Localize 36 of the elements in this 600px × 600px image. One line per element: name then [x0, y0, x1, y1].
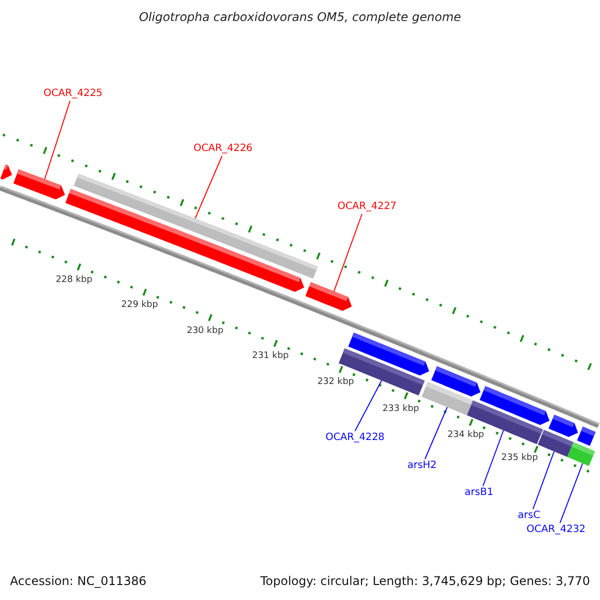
leader-line: [532, 450, 555, 510]
leader-line: [482, 430, 504, 486]
scale-label: 228 kbp: [56, 274, 92, 286]
gene-label: OCAR_4228: [325, 432, 385, 444]
gene-label: arsB1: [464, 487, 494, 499]
gene-bar: [577, 426, 596, 446]
gene-label: OCAR_4226: [193, 143, 253, 155]
scale-label: 231 kbp: [252, 350, 289, 362]
leader-line: [333, 214, 362, 292]
gene-block: [548, 414, 578, 437]
gene-label: arsC: [518, 510, 540, 522]
gene-label: OCAR_4227: [337, 201, 397, 213]
gene-bar: [567, 442, 596, 466]
title: Oligotropha carboxidovorans OM5, complete genome: [138, 11, 462, 23]
scale-label: 235 kbp: [501, 452, 538, 464]
leader-line: [44, 100, 70, 180]
gene-block: [431, 366, 480, 396]
leader-line: [354, 380, 382, 432]
scale-label: 233 kbp: [382, 402, 420, 415]
gene-block: [480, 386, 550, 426]
gene-label: OCAR_4225: [43, 88, 103, 100]
gene-block: [305, 282, 352, 311]
scale-label: 229 kbp: [121, 299, 158, 312]
scale-label: 230 kbp: [186, 324, 224, 337]
scale-label: 234 kbp: [447, 429, 484, 442]
leader-line: [194, 156, 222, 219]
gene-block: [0, 164, 12, 180]
gene-block: [13, 169, 66, 200]
leader-line: [560, 462, 584, 524]
leader-line: [424, 406, 448, 460]
gene-label: arsH2: [407, 460, 437, 472]
accession-text: Accession: NC_011386: [10, 575, 146, 587]
gene-block: [348, 332, 430, 376]
scale-label: 232 kbp: [317, 376, 354, 388]
gene-label: OCAR_4232: [526, 524, 586, 536]
genome-summary-text: Topology: circular; Length: 3,745,629 bp; Genes: 3,770: [260, 575, 590, 587]
